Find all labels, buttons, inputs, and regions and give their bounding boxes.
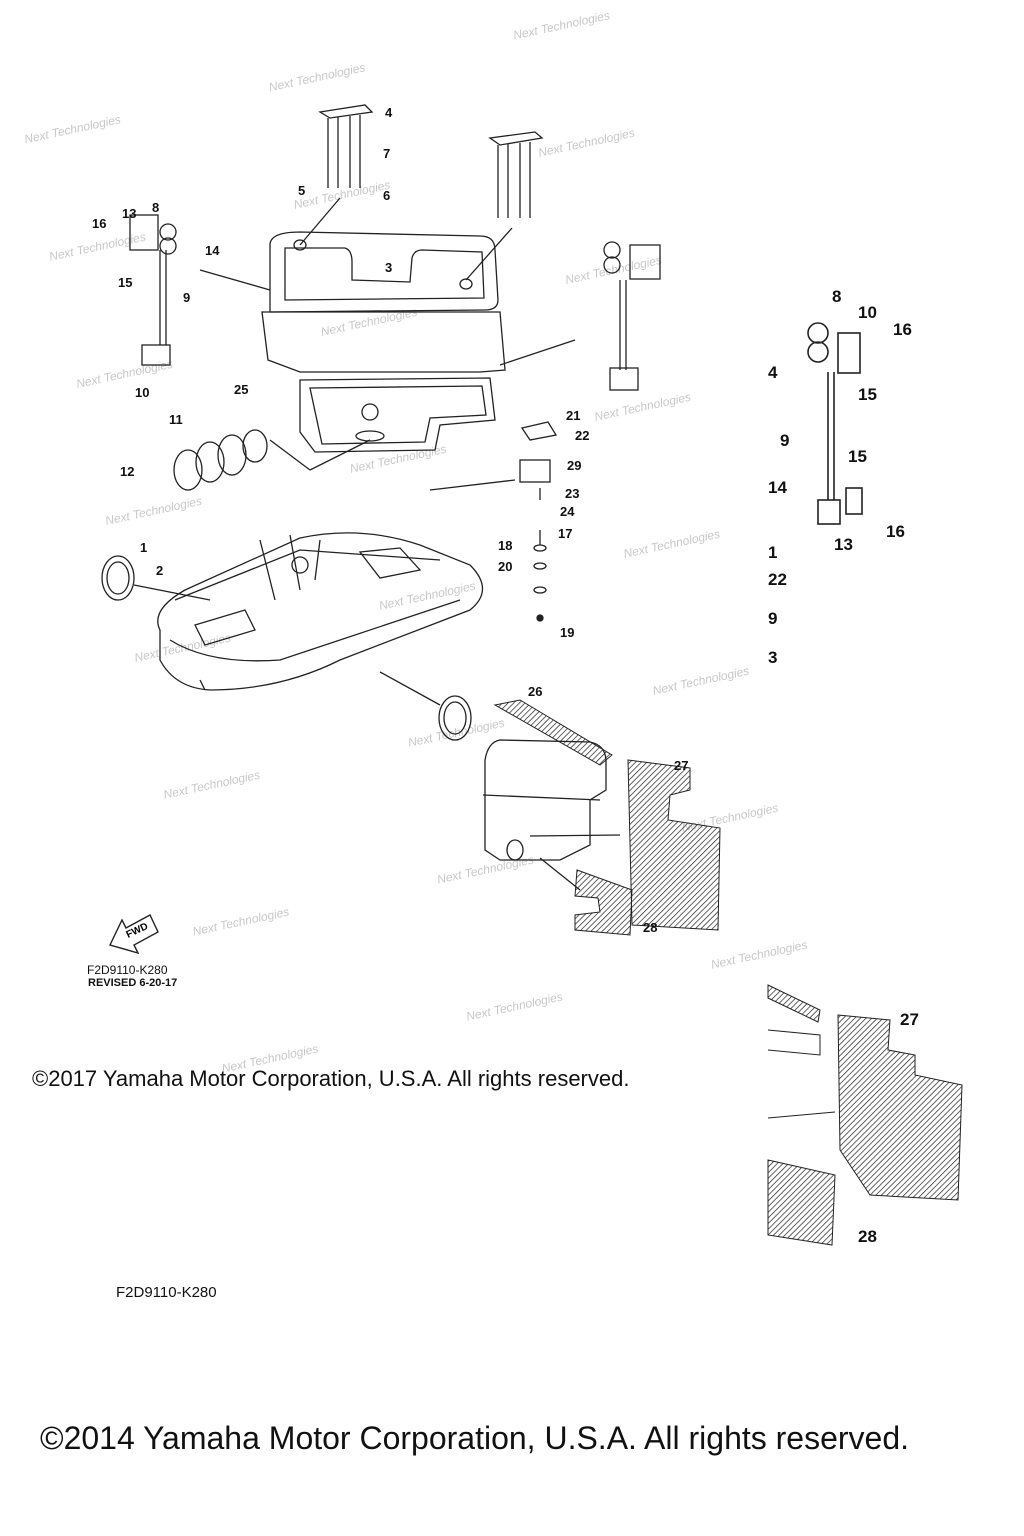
part-code: F2D9110-K280 bbox=[116, 1284, 217, 1301]
callout-2: 2 bbox=[156, 563, 163, 578]
detail-callout-1: 1 bbox=[768, 543, 777, 562]
detail-callout-15b: 15 bbox=[848, 447, 867, 466]
gas-strut-right bbox=[499, 241, 661, 391]
detail-callout-8: 8 bbox=[832, 287, 841, 306]
callout-14: 14 bbox=[205, 243, 220, 258]
callout-10: 10 bbox=[135, 385, 149, 400]
detail-callout-9: 9 bbox=[780, 431, 789, 450]
callout-21: 21 bbox=[566, 408, 580, 423]
callout-13: 13 bbox=[122, 206, 136, 221]
detail-callout-10: 10 bbox=[858, 303, 877, 322]
fwd-arrow-icon: FWD bbox=[109, 914, 159, 955]
revised-date: REVISED 6-20-17 bbox=[88, 977, 178, 989]
callout-25: 25 bbox=[234, 382, 248, 397]
detail-mat bbox=[767, 984, 963, 1246]
inspection-cover-left bbox=[101, 555, 211, 601]
storage-bin bbox=[482, 739, 621, 891]
latch-assembly bbox=[429, 421, 558, 622]
hinge-left bbox=[299, 104, 374, 246]
detail-callout-4: 4 bbox=[768, 363, 778, 382]
callout-1: 1 bbox=[140, 540, 147, 555]
copyright-2017: ©2017 Yamaha Motor Corporation, U.S.A. A… bbox=[32, 1066, 630, 1091]
callouts-main: 1 2 3 4 5 6 7 8 9 10 11 12 13 14 15 16 1… bbox=[92, 105, 688, 935]
callout-23: 23 bbox=[565, 486, 579, 501]
callout-3: 3 bbox=[385, 260, 392, 275]
callout-9: 9 bbox=[183, 290, 190, 305]
detail-callout-16: 16 bbox=[893, 320, 912, 339]
callout-6: 6 bbox=[383, 188, 390, 203]
detail-callout-14: 14 bbox=[768, 478, 787, 497]
hinge-right bbox=[465, 131, 544, 281]
callout-18: 18 bbox=[498, 538, 512, 553]
callout-4: 4 bbox=[385, 105, 393, 120]
callout-17: 17 bbox=[558, 526, 572, 541]
callout-7: 7 bbox=[383, 146, 390, 161]
callout-12: 12 bbox=[120, 464, 134, 479]
copyright-2014: ©2014 Yamaha Motor Corporation, U.S.A. A… bbox=[40, 1420, 910, 1456]
vent-rings bbox=[173, 429, 371, 491]
detail-callout-15: 15 bbox=[858, 385, 877, 404]
boat-hull bbox=[157, 532, 484, 691]
detail-callout-27: 27 bbox=[900, 1010, 919, 1029]
detail-callout-3: 3 bbox=[768, 648, 777, 667]
detail-strut bbox=[807, 322, 863, 525]
detail-callout-9b: 9 bbox=[768, 609, 777, 628]
callout-19: 19 bbox=[560, 625, 574, 640]
detail-callout-16b: 16 bbox=[886, 522, 905, 541]
callout-16: 16 bbox=[92, 216, 106, 231]
detail-callout-22: 22 bbox=[768, 570, 787, 589]
mat-27 bbox=[627, 759, 721, 931]
callout-26: 26 bbox=[528, 684, 542, 699]
detail-callout-28: 28 bbox=[858, 1227, 877, 1246]
gas-strut-left bbox=[129, 214, 271, 366]
callout-8: 8 bbox=[152, 200, 159, 215]
callout-20: 20 bbox=[498, 559, 512, 574]
callout-27: 27 bbox=[674, 758, 688, 773]
callout-24: 24 bbox=[560, 504, 575, 519]
inspection-cover-right bbox=[379, 671, 472, 741]
mat-strip-26 bbox=[493, 699, 613, 766]
callout-28: 28 bbox=[643, 920, 657, 935]
callout-22: 22 bbox=[575, 428, 589, 443]
part-code-small: F2D9110-K280 bbox=[87, 963, 168, 977]
callouts-detail: 8 10 16 4 15 9 15 14 13 16 1 22 9 3 27 2… bbox=[768, 287, 919, 1246]
callout-5: 5 bbox=[298, 183, 305, 198]
callout-29: 29 bbox=[567, 458, 581, 473]
hatch-cover bbox=[261, 231, 506, 453]
detail-callout-13: 13 bbox=[834, 535, 853, 554]
callout-11: 11 bbox=[169, 412, 183, 427]
mat-28 bbox=[574, 869, 633, 936]
callout-15: 15 bbox=[118, 275, 132, 290]
